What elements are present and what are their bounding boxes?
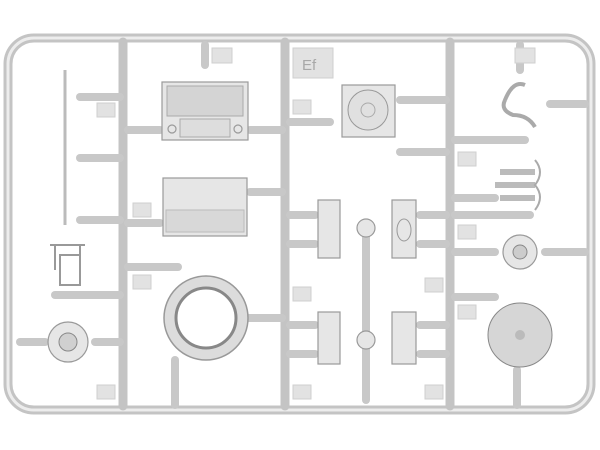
part-number-tags bbox=[96, 47, 536, 400]
turntable-part bbox=[341, 84, 396, 138]
mirror-bracket-parts bbox=[495, 82, 541, 211]
fan-dome-part bbox=[487, 302, 553, 368]
radio-part bbox=[161, 81, 249, 141]
sprue-runners bbox=[63, 37, 455, 411]
chandelier-part bbox=[50, 244, 85, 286]
tyre-part bbox=[163, 275, 249, 361]
lamp-fixture-parts bbox=[317, 199, 417, 365]
sprue-code-tag: Ef bbox=[292, 47, 334, 79]
gates bbox=[16, 41, 589, 409]
radio-front-panel-part bbox=[162, 177, 248, 237]
cup-holder-part bbox=[502, 234, 538, 270]
sprue-code: Ef bbox=[302, 57, 317, 74]
wheel-hub-part bbox=[47, 321, 89, 363]
sprue-frame bbox=[3, 33, 596, 415]
